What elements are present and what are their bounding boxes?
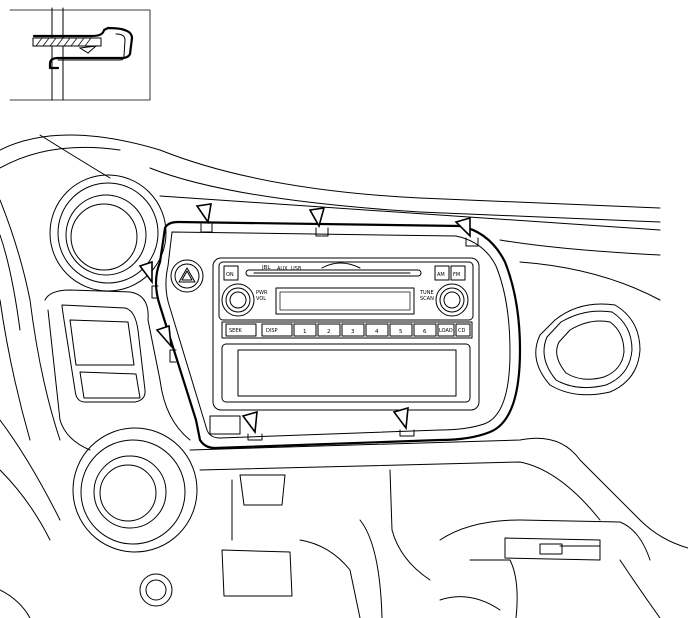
seek-button[interactable] [225, 323, 257, 337]
tune-knob[interactable] [435, 283, 469, 317]
volume-knob[interactable] [221, 283, 255, 317]
lower-dash-cup [239, 474, 286, 506]
lower-dash-curve-a [299, 539, 361, 618]
audio-logo-text: JBL [261, 265, 271, 271]
preset-3-label: 3 [351, 329, 355, 335]
aux-label: AUX [277, 266, 288, 272]
dash-vent-hood [39, 134, 111, 179]
preset-row [221, 321, 473, 339]
preset-6-button[interactable] [413, 323, 437, 337]
load-button-label: LOAD [439, 328, 453, 334]
dash-top-line-3 [149, 167, 661, 223]
audio-display [275, 287, 415, 315]
lower-pocket [221, 343, 471, 403]
lower-pocket-inner [237, 349, 457, 397]
load-button[interactable] [437, 323, 455, 337]
clip-detail-inset [9, 7, 151, 101]
dash-lower-left-3 [0, 589, 31, 618]
vent-upper-left [49, 174, 167, 292]
bezel-bottom-tab [209, 415, 241, 435]
preset-2-label: 2 [327, 329, 331, 335]
cd-slot-arc [321, 262, 361, 269]
lower-dash-curve-c [439, 519, 651, 561]
am-button[interactable] [434, 265, 450, 281]
preset-4-button[interactable] [365, 323, 389, 337]
lower-dash-line-b [389, 469, 431, 581]
preset-3-button[interactable] [341, 323, 365, 337]
dash-left-side-3 [0, 299, 31, 441]
lower-dash-curve-f [619, 559, 661, 618]
dash-right-contour [519, 261, 661, 301]
fm-button[interactable] [450, 265, 466, 281]
seek-button-label: SEEK [229, 328, 242, 334]
cd-button-label: CD [458, 328, 465, 334]
center-bezel-outline [154, 220, 522, 450]
clip-left-lower [155, 324, 177, 363]
am-button-label: AM [437, 272, 445, 278]
inset-clip-inner [57, 33, 126, 61]
preset-5-label: 5 [399, 329, 403, 335]
preset-5-button[interactable] [389, 323, 413, 337]
left-panel-window [69, 319, 135, 366]
lower-dash-edge-2 [199, 461, 601, 521]
lower-dash-details [189, 437, 688, 618]
clip-bottom-right [392, 406, 415, 437]
lower-dash-curve-d [469, 559, 518, 618]
usb-label: USB [291, 266, 302, 272]
inset-border [9, 9, 151, 101]
preset-4-label: 4 [375, 329, 379, 335]
center-bezel-inner [165, 231, 511, 439]
dash-top-line-2 [0, 146, 121, 169]
vent-right [535, 303, 641, 396]
disp-button-label: DISP [266, 328, 278, 334]
preset-2-button[interactable] [317, 323, 341, 337]
left-cluster-panel [44, 289, 191, 451]
left-panel-inner [47, 309, 91, 451]
dash-left-side-2 [0, 234, 21, 331]
audio-unit-body [212, 257, 480, 411]
preset-6-label: 6 [423, 329, 427, 335]
hazard-button[interactable] [170, 259, 204, 293]
cd-button[interactable] [455, 323, 471, 337]
lower-dash-curve-e [439, 596, 501, 611]
inset-clip-shape [32, 26, 134, 70]
clip-upper-left-1 [195, 203, 213, 233]
dash-lower-left-1 [0, 419, 61, 521]
dash-lower-left-2 [0, 469, 51, 541]
vent-lower-left [72, 427, 198, 553]
dash-left-side [0, 199, 61, 441]
audio-unit-upper-face [218, 261, 474, 321]
lower-dash-box [221, 549, 293, 597]
inset-hatching [35, 37, 92, 47]
dash-right-top [499, 239, 661, 256]
clip-bottom-left [241, 410, 263, 441]
left-panel-slot [79, 371, 141, 399]
clip-left-upper [138, 260, 159, 299]
dash-ridge [159, 195, 661, 231]
audio-display-inner [279, 291, 411, 311]
power-button[interactable] [223, 265, 239, 281]
clip-upper-right [454, 216, 479, 247]
lower-dash-edge [189, 437, 688, 549]
preset-1-label: 1 [303, 329, 307, 335]
cd-slot [245, 269, 422, 277]
left-panel-outline [44, 289, 191, 441]
inset-arrow [78, 45, 98, 54]
fm-button-label: FM [453, 272, 460, 278]
bottom-knob [139, 573, 173, 607]
power-button-label: ON [226, 272, 234, 278]
lower-dash-connector [504, 537, 601, 561]
lower-dash-curve-b [359, 519, 383, 618]
dash-top-line-1 [0, 134, 661, 209]
dashboard-outline [0, 134, 661, 618]
clip-upper-left-2 [308, 207, 329, 237]
left-panel-recess [61, 304, 146, 403]
preset-1-button[interactable] [293, 323, 317, 337]
lower-dash-connector-plug [539, 543, 563, 555]
disp-button[interactable] [261, 323, 293, 337]
